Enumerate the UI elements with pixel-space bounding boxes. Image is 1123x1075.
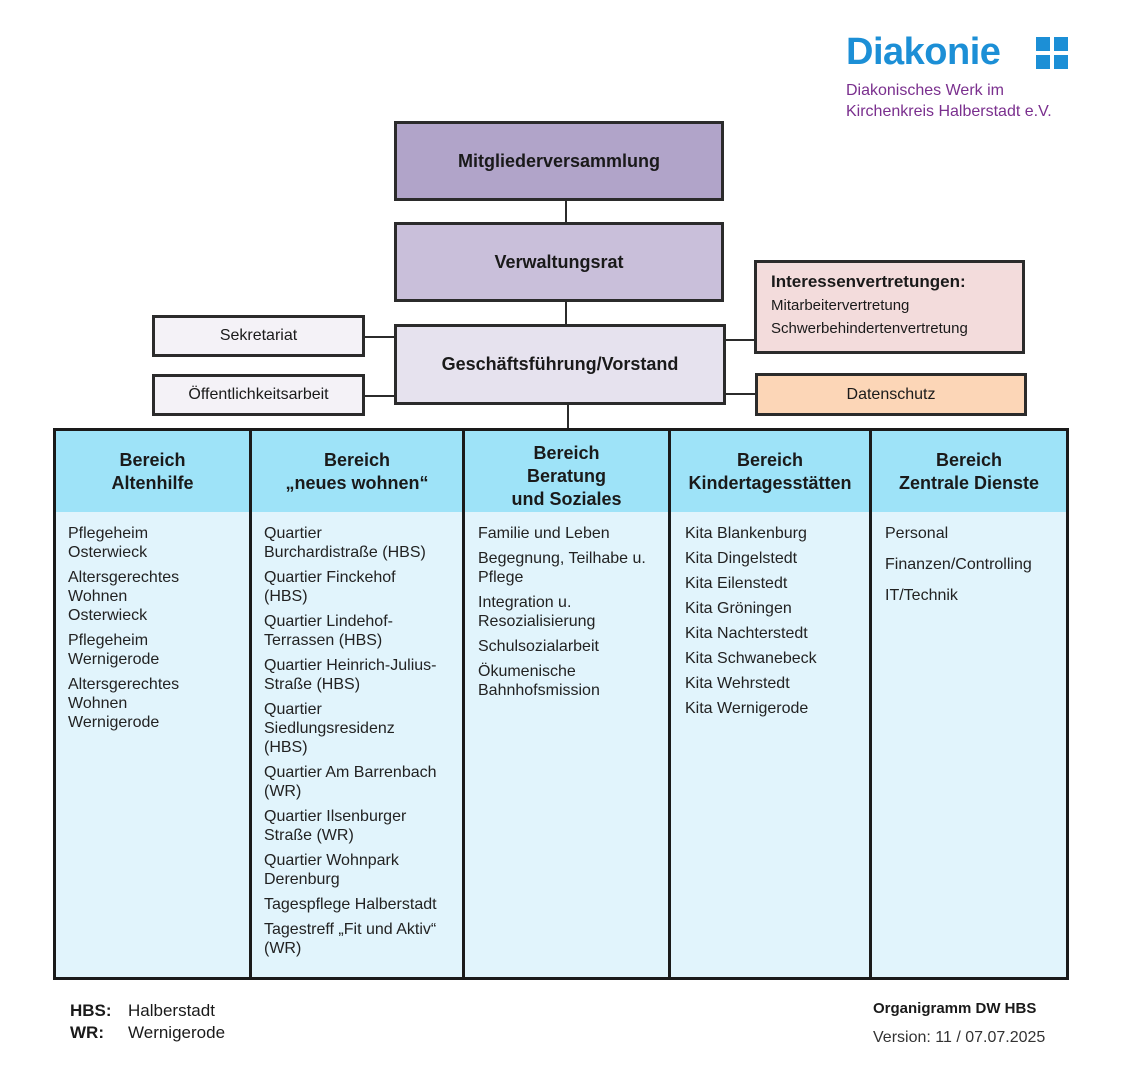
bereich-item-list: Personal Finanzen/Controlling IT/Technik (885, 524, 1060, 611)
connector-oeffentlichkeitsarbeit (365, 395, 394, 397)
mitgliederversammlung-box: Mitgliederversammlung (394, 121, 724, 201)
bereich-item-list: Familie und Leben Begegnung, Teilhabe u.… (478, 524, 662, 706)
bereich-header-line: Bereich (935, 449, 1003, 470)
bereich-item: Kita Gröningen (685, 600, 792, 617)
column-divider (249, 431, 252, 977)
bereich-item: Kita Wernigerode (685, 700, 809, 717)
bereich-item-list: Pflegeheim Osterwieck Altersgerechtes Wo… (68, 524, 243, 738)
bereich-header-line: Bereich (119, 449, 186, 470)
bereich-header-line: Kindertagesstätten (688, 472, 852, 493)
connector-mitglied-verwaltung (565, 201, 567, 222)
document-title: Organigramm DW HBS (873, 1000, 1037, 1017)
bereich-item: Kita Wehrstedt (685, 675, 790, 692)
bereich-header-line: Altenhilfe (111, 472, 194, 493)
bereich-item: Integration u. Resozialisierung (478, 594, 596, 630)
legend-key: HBS: (70, 1001, 112, 1020)
bereich-item-list: Quartier Burchardistraße (HBS) Quartier … (264, 524, 450, 964)
bereich-body: Kita Blankenburg Kita Dingelstedt Kita E… (671, 512, 869, 977)
bereich-item: Quartier Am Barrenbach (WR) (264, 764, 437, 800)
bereich-body: Familie und Leben Begegnung, Teilhabe u.… (465, 512, 668, 977)
bereich-item: IT/Technik (885, 587, 958, 604)
bereich-item: Tagespflege Halberstadt (264, 896, 437, 913)
bereich-item: Familie und Leben (478, 525, 610, 542)
bereich-item: Altersgerechtes Wohnen Osterwieck (68, 569, 180, 624)
column-divider (462, 431, 465, 977)
bereich-item: Quartier Wohnpark Derenburg (264, 852, 399, 888)
organization-name-line2: Kirchenkreis Halberstadt e.V. (846, 103, 1052, 120)
legend-row: WR: Wernigerode (70, 1022, 225, 1044)
bereich-item: Ökumenische Bahnhofsmission (478, 663, 600, 699)
bereich-header-line: „neues wohnen“ (285, 472, 429, 493)
bereich-item: Quartier Burchardistraße (HBS) (264, 525, 426, 561)
legend-row: HBS: Halberstadt (70, 1000, 225, 1022)
bereich-header: Bereich„neues wohnen“ (252, 431, 462, 515)
diakonie-logo-wordmark: Diakonie (846, 31, 1001, 73)
bereich-item: Quartier Siedlungsresidenz (HBS) (264, 701, 395, 756)
bereich-item: Quartier Heinrich-Julius-Straße (HBS) (264, 657, 437, 693)
bereich-item: Pflegeheim Osterwieck (68, 525, 149, 561)
bereich-neues-wohnen-column: Bereich„neues wohnen“ Quartier Burchardi… (252, 431, 462, 977)
column-divider (869, 431, 872, 977)
legend-value: Halberstadt (128, 1001, 215, 1020)
bereich-item: Kita Eilenstedt (685, 575, 788, 592)
bereich-body: Quartier Burchardistraße (HBS) Quartier … (252, 512, 462, 977)
bereich-header-line: und Soziales (511, 489, 622, 509)
verwaltungsrat-box: Verwaltungsrat (394, 222, 724, 302)
connector-interessenvertretung (726, 339, 754, 341)
bereich-header-line: Bereich (533, 443, 600, 463)
connector-verwaltung-vorstand (565, 302, 567, 324)
document-version: Version: 11 / 07.07.2025 (873, 1029, 1046, 1046)
oeffentlichkeitsarbeit-box: Öffentlichkeitsarbeit (152, 374, 365, 416)
bereich-item: Altersgerechtes Wohnen Wernigerode (68, 676, 180, 731)
bereich-item: Kita Dingelstedt (685, 550, 798, 567)
abbreviation-legend: HBS: Halberstadt WR: Wernigerode (70, 1000, 225, 1044)
bereich-item: Schulsozialarbeit (478, 638, 599, 655)
connector-sekretariat (365, 336, 394, 338)
bereich-item: Kita Schwanebeck (685, 650, 817, 667)
bereich-item: Quartier Lindehof-Terrassen (HBS) (264, 613, 393, 649)
legend-key: WR: (70, 1023, 104, 1042)
interessenvertretung-line: Mitarbeitervertretung (771, 297, 910, 314)
organization-name: Diakonisches Werk im Kirchenkreis Halber… (846, 80, 1052, 122)
bereich-header-line: Beratung (526, 466, 606, 486)
bereich-item: Tagestreff „Fit und Aktiv“ (WR) (264, 921, 437, 957)
bereich-body: Pflegeheim Osterwieck Altersgerechtes Wo… (56, 512, 249, 977)
organization-name-line1: Diakonisches Werk im (846, 82, 1004, 99)
diakonie-cross-icon (1036, 37, 1068, 69)
bereich-item: Quartier Finckehof (HBS) (264, 569, 396, 605)
bereich-item: Kita Nachterstedt (685, 625, 808, 642)
bereich-body: Personal Finanzen/Controlling IT/Technik (872, 512, 1066, 977)
bereich-item: Finanzen/Controlling (885, 556, 1032, 573)
sekretariat-box: Sekretariat (152, 315, 365, 357)
datenschutz-box: Datenschutz (755, 373, 1027, 416)
bereich-item: Begegnung, Teilhabe u. Pflege (478, 550, 646, 586)
interessenvertretungen-box: Interessenvertretungen: Mitarbeitervertr… (754, 260, 1025, 354)
bereich-item: Quartier Ilsenburger Straße (WR) (264, 808, 407, 844)
bereich-item-list: Kita Blankenburg Kita Dingelstedt Kita E… (685, 524, 863, 724)
connector-vorstand-bereiche (567, 405, 569, 428)
bereich-item: Personal (885, 525, 949, 542)
bereich-header-line: Bereich (736, 449, 804, 470)
bereich-item: Kita Blankenburg (685, 525, 807, 542)
bereich-header-line: Bereich (323, 449, 391, 470)
bereich-header-line: Zentrale Dienste (898, 472, 1040, 493)
connector-datenschutz (726, 393, 755, 395)
bereich-item: Pflegeheim Wernigerode (68, 632, 160, 668)
legend-value: Wernigerode (128, 1023, 226, 1042)
interessenvertretungen-title: Interessenvertretungen: (771, 272, 966, 291)
geschaeftsfuehrung-vorstand-box: Geschäftsführung/Vorstand (394, 324, 726, 405)
interessenvertretung-line: Schwerbehindertenvertretung (771, 320, 968, 337)
column-divider (668, 431, 671, 977)
